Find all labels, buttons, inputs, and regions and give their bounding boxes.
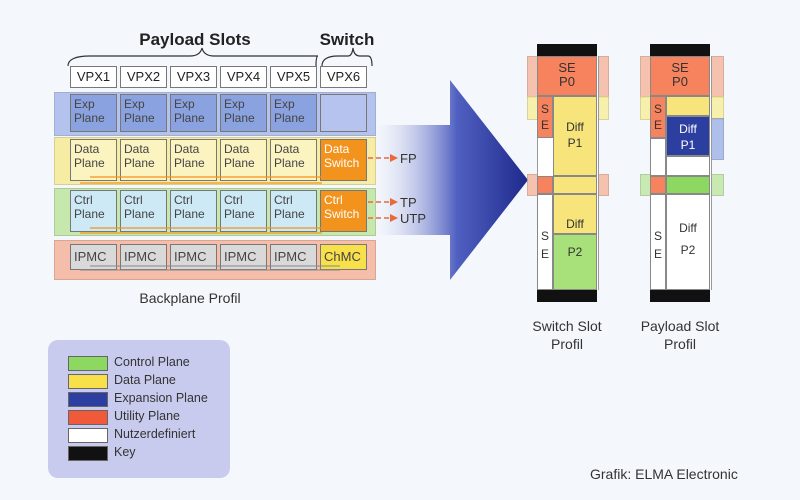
data-plane-cell: Data Plane [70,139,117,181]
payload-slot-key-bottom [650,290,710,302]
switch-brace [321,47,373,67]
tp-port-label: TP [400,195,417,210]
ctrl-switch-cell: Ctrl Switch [320,190,367,232]
exp-plane-empty-cell [320,94,367,132]
legend-label: Control Plane [114,355,190,369]
switch-heading: Switch [319,30,375,49]
legend-swatch [68,392,108,407]
ctrl-plane-cell: Ctrl Plane [270,190,317,232]
payload-slot-utility-mid [650,176,666,194]
exp-plane-cell: Exp Plane [170,94,217,132]
payload-slot-diff-p1: Diff P1 [666,116,710,156]
switch-slot-diff-p2: Diff [553,194,597,234]
switch-slot-p2: P2 [553,234,597,290]
big-arrow [370,80,528,280]
ctrl-plane-cell: Ctrl Plane [220,190,267,232]
payload-slot-se-small: S E [650,96,666,138]
slot-header-vpx1: VPX1 [70,66,117,88]
slot-header-vpx3: VPX3 [170,66,217,88]
switch-slot-p0: SE P0 [537,56,597,96]
data-plane-cell: Data Plane [120,139,167,181]
switch-slot-key-top [537,44,597,56]
payload-slot-data-strip [666,96,710,116]
ctrl-plane-cell: Ctrl Plane [120,190,167,232]
legend-label: Expansion Plane [114,391,208,405]
exp-plane-cell: Exp Plane [270,94,317,132]
legend-swatch [68,356,108,371]
slot-header-vpx2: VPX2 [120,66,167,88]
data-plane-cell: Data Plane [220,139,267,181]
payload-slot-diff-p2: Diff P2 [666,194,710,290]
backplane-caption: Backplane Profil [139,290,241,306]
slot-header-vpx4: VPX4 [220,66,267,88]
payload-slot-white-mid2 [666,156,710,176]
payload-slot-caption-1: Payload Slot [640,318,720,334]
legend-label: Key [114,445,136,459]
switch-slot-data-mid [553,176,597,194]
legend-swatch [68,446,108,461]
switch-slot-se-small: S E [537,96,553,138]
exp-plane-cell: Exp Plane [70,94,117,132]
legend-label: Utility Plane [114,409,180,423]
switch-slot-caption-1: Switch Slot [532,318,602,334]
payload-slot-caption-2: Profil [664,336,696,352]
switch-slot-diff-p1: Diff P1 [553,96,597,176]
utp-port-label: UTP [400,211,426,226]
fp-port-label: FP [400,151,417,166]
ctrl-plane-cell: Ctrl Plane [170,190,217,232]
exp-plane-cell: Exp Plane [120,94,167,132]
switch-slot-se-big: S E [537,194,553,290]
payload-slots-heading: Payload Slots [139,30,251,49]
switch-slot-key-bottom [537,290,597,302]
ctrl-plane-cell: Ctrl Plane [70,190,117,232]
brace-svg [67,47,373,67]
payload-slot-ctrl-mid [666,176,710,194]
data-switch-cell: Data Switch [320,139,367,181]
payload-brace [67,47,319,67]
slot-header-vpx6: VPX6 [320,66,367,88]
exp-plane-cell: Exp Plane [220,94,267,132]
switch-slot-utility-mid [537,176,553,194]
payload-slot-key-top [650,44,710,56]
backplane-connections [80,154,398,271]
slot-header-vpx5: VPX5 [270,66,317,88]
legend-label: Data Plane [114,373,176,387]
payload-slot-white-mid [650,138,666,176]
legend-swatch [68,374,108,389]
legend-swatch [68,428,108,443]
payload-slot-p0: SE P0 [650,56,710,96]
credit-text: Grafik: ELMA Electronic [590,466,738,482]
data-plane-cell: Data Plane [270,139,317,181]
switch-slot-caption-2: Profil [551,336,583,352]
chmc-cell: ChMC [320,244,367,270]
legend-label: Nutzerdefiniert [114,427,196,441]
payload-slot-se-big: S E [650,194,666,290]
data-plane-cell: Data Plane [170,139,217,181]
legend-swatch [68,410,108,425]
